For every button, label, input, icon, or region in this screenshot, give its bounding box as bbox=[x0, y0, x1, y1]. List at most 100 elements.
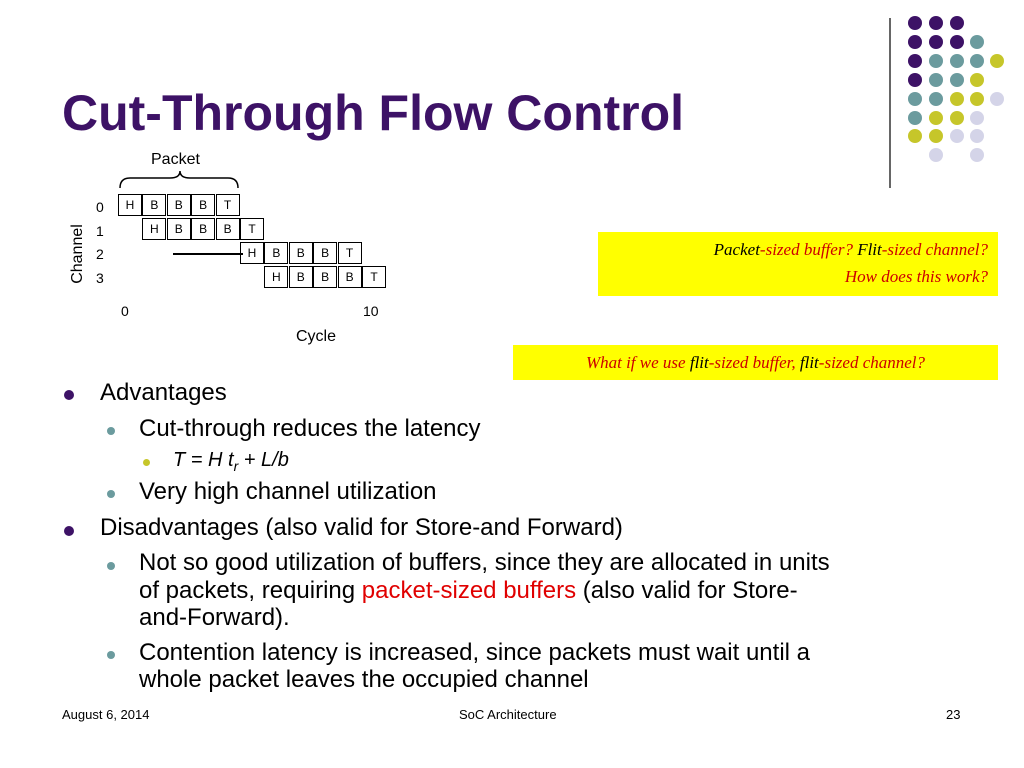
cycle-axis-label: Cycle bbox=[296, 328, 337, 345]
decor-dot bbox=[970, 73, 984, 87]
footer-title: SoC Architecture bbox=[459, 707, 557, 722]
callout1-word-packet: Packet bbox=[713, 240, 760, 259]
bullet-buffers-line2: of packets, requiring packet-sized buffe… bbox=[139, 577, 798, 605]
buffers-text-a: of packets, requiring bbox=[139, 577, 362, 604]
decor-dot bbox=[970, 35, 984, 49]
flit-cell: B bbox=[166, 194, 191, 216]
bullet-latency: Cut-through reduces the latency bbox=[139, 415, 481, 442]
flit-cell: B bbox=[142, 194, 167, 216]
packet-label: Packet bbox=[151, 151, 200, 168]
flit-cell: H bbox=[240, 242, 264, 264]
decor-dot bbox=[970, 148, 984, 162]
decor-dot bbox=[929, 129, 943, 143]
bullet-utilization: Very high channel utilization bbox=[139, 478, 437, 505]
channel-tick-2: 2 bbox=[96, 246, 104, 262]
decor-dot bbox=[908, 92, 922, 106]
flit-cell: B bbox=[215, 218, 240, 240]
bullet-dot bbox=[64, 526, 74, 536]
decor-dot bbox=[970, 111, 984, 125]
callout2-word-flit-2: flit bbox=[799, 353, 819, 372]
decor-dot bbox=[929, 148, 943, 162]
channel-tick-1: 1 bbox=[96, 223, 104, 239]
formula-subscript: r bbox=[233, 458, 239, 474]
decor-dot bbox=[950, 111, 964, 125]
flit-cell: H bbox=[118, 194, 142, 216]
decor-dot bbox=[929, 92, 943, 106]
decor-dot bbox=[929, 35, 943, 49]
buffers-text-b: (also valid for Store- bbox=[576, 577, 798, 604]
decor-dot bbox=[908, 16, 922, 30]
formula-part-b: + L/b bbox=[238, 449, 289, 471]
callout2-word-flit-1: flit bbox=[689, 353, 709, 372]
footer-date: August 6, 2014 bbox=[62, 707, 150, 722]
callout2-text-c: -sized channel? bbox=[818, 353, 926, 372]
flit-cell: T bbox=[215, 194, 240, 216]
channel-tick-0: 0 bbox=[96, 199, 104, 215]
decor-dot bbox=[929, 54, 943, 68]
decor-dot bbox=[950, 73, 964, 87]
cycle-tick-10: 10 bbox=[363, 303, 379, 319]
bullet-buffers-line1: Not so good utilization of buffers, sinc… bbox=[139, 549, 830, 576]
decor-dot bbox=[950, 54, 964, 68]
callout2-text-b: -sized buffer, bbox=[708, 353, 800, 372]
flit-cell: B bbox=[313, 242, 338, 264]
bullet-dot bbox=[107, 562, 115, 570]
bullet-advantages: Advantages bbox=[100, 379, 227, 406]
decor-dot bbox=[950, 92, 964, 106]
bullet-disadvantages: Disadvantages (also valid for Store-and … bbox=[100, 514, 623, 541]
callout-flit-buffer: What if we use flit-sized buffer, flit-s… bbox=[513, 345, 998, 380]
flit-cell: B bbox=[313, 266, 338, 288]
decor-dot bbox=[929, 111, 943, 125]
bullet-contention-line2: whole packet leaves the occupied channel bbox=[139, 666, 589, 693]
flit-cell: T bbox=[240, 218, 264, 240]
callout1-text-a: -sized buffer? bbox=[759, 240, 858, 259]
flit-cell: B bbox=[288, 242, 313, 264]
flit-cell: H bbox=[142, 218, 167, 240]
buffers-highlight: packet-sized buffers bbox=[361, 577, 577, 604]
decor-dot bbox=[950, 35, 964, 49]
callout-packet-buffer: Packet-sized buffer? Flit-sized channel?… bbox=[598, 232, 998, 296]
flit-cell: B bbox=[288, 266, 313, 288]
slide-title: Cut-Through Flow Control bbox=[62, 85, 685, 141]
decor-dot bbox=[990, 92, 1004, 106]
footer-page-number: 23 bbox=[946, 707, 961, 722]
decor-dot bbox=[950, 129, 964, 143]
decor-dot bbox=[929, 73, 943, 87]
decor-dot bbox=[990, 54, 1004, 68]
decor-dot bbox=[908, 129, 922, 143]
callout1-text-b: -sized channel? bbox=[881, 240, 988, 259]
decor-dot bbox=[950, 16, 964, 30]
decor-dot bbox=[908, 111, 922, 125]
flit-cell: T bbox=[337, 242, 362, 264]
flit-cell: B bbox=[264, 242, 289, 264]
channel-axis-label: Channel bbox=[69, 224, 86, 284]
decor-dot bbox=[970, 129, 984, 143]
callout1-line2: How does this work? bbox=[844, 267, 988, 286]
callout2-text-a: What if we use bbox=[585, 353, 690, 372]
decor-dot bbox=[908, 35, 922, 49]
bullet-dot bbox=[107, 651, 115, 659]
decor-dot bbox=[970, 54, 984, 68]
decor-dot bbox=[908, 73, 922, 87]
bullet-contention-line1: Contention latency is increased, since p… bbox=[139, 639, 811, 666]
bullet-dot bbox=[107, 427, 115, 435]
cycle-tick-0: 0 bbox=[121, 303, 129, 319]
bullet-formula: T = H tr + L/b bbox=[173, 449, 289, 474]
decor-dot bbox=[908, 54, 922, 68]
flit-cell: B bbox=[191, 218, 216, 240]
decor-dot bbox=[970, 92, 984, 106]
bullet-dot bbox=[64, 390, 74, 400]
bullet-buffers-line3: and-Forward). bbox=[139, 604, 290, 631]
decor-dot bbox=[929, 16, 943, 30]
formula-part-a: T = H t bbox=[173, 449, 234, 471]
flit-cell: T bbox=[362, 266, 386, 288]
bullet-dot bbox=[107, 490, 115, 498]
flit-cell: H bbox=[264, 266, 289, 288]
channel-tick-3: 3 bbox=[96, 270, 104, 286]
blocked-wait-line bbox=[173, 253, 243, 255]
packet-brace bbox=[119, 170, 239, 189]
flit-cell: B bbox=[337, 266, 362, 288]
flit-cell: B bbox=[191, 194, 216, 216]
decorative-divider bbox=[889, 18, 891, 188]
callout1-word-flit: Flit bbox=[857, 240, 882, 259]
